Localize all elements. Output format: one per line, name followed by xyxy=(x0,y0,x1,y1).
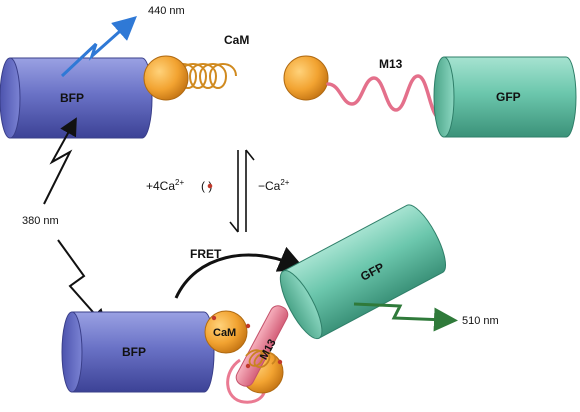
add-calcium-label: +4Ca2+ xyxy=(146,178,184,193)
gfp-cylinder-top xyxy=(433,56,577,138)
calcium-symbol-bracket: ( ) xyxy=(201,179,212,193)
cam-label-bottom: CaM xyxy=(213,327,236,339)
gfp-cylinder-bottom xyxy=(279,204,446,340)
m13-label-top: M13 xyxy=(379,57,403,71)
cam-m13-complex xyxy=(204,305,289,404)
cam-label-top: CaM xyxy=(224,33,249,47)
fret-label: FRET xyxy=(190,247,222,261)
blue-emission-arrow xyxy=(60,16,137,78)
calcium-ion-1 xyxy=(211,315,217,321)
cam-lobe-left-bottom xyxy=(204,310,248,354)
bfp-cylinder-top xyxy=(0,57,153,139)
bfp-cylinder-bottom xyxy=(61,311,215,393)
bfp-label-top: BFP xyxy=(60,91,84,105)
equilibrium-arrows xyxy=(229,149,255,233)
cam-lobe-left-top xyxy=(143,55,189,101)
fret-arrow xyxy=(174,246,306,299)
green-emission-arrow xyxy=(353,302,458,332)
wavelength-510-label: 510 nm xyxy=(462,315,499,327)
calcium-ion-symbol xyxy=(207,183,213,189)
remove-calcium-label: −Ca2+ xyxy=(258,178,290,193)
bfp-label-bottom: BFP xyxy=(122,345,146,359)
gfp-label-top: GFP xyxy=(496,90,521,104)
m13-peptide-top xyxy=(326,74,442,120)
calcium-ion-2 xyxy=(245,323,251,329)
wavelength-380-label: 380 nm xyxy=(22,215,59,227)
wavelength-440-label: 440 nm xyxy=(148,5,185,17)
excitation-arrow-down xyxy=(57,239,107,328)
excitation-arrow-up xyxy=(43,117,77,205)
cam-lobe-right-top xyxy=(283,55,329,101)
calcium-ion-3 xyxy=(245,363,251,369)
calcium-ion-4 xyxy=(277,359,283,365)
